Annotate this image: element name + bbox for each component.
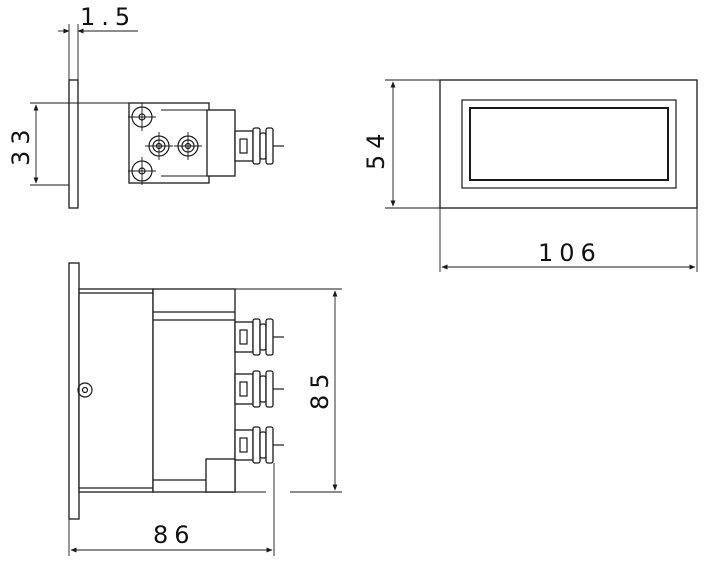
dim-label-86: 86: [153, 521, 196, 549]
dim-label-33: 33: [7, 123, 35, 166]
dim-label-1-5: 1.5: [80, 3, 136, 31]
bottom-case: [78, 288, 154, 493]
dim-label-54: 54: [362, 127, 390, 170]
front-inner-frame: [461, 99, 677, 189]
side-view: 1.5 33: [7, 3, 284, 209]
bottom-screw: [77, 382, 93, 398]
bottom-terminal-3: [234, 426, 284, 464]
side-screw-bottom: [128, 157, 156, 185]
side-screw-top: [128, 103, 156, 131]
front-window: [469, 107, 669, 181]
front-bezel: [439, 79, 698, 209]
front-view: 54 106: [362, 79, 698, 272]
dim-label-106: 106: [538, 239, 602, 267]
dim-bottom-height: 85: [153, 288, 342, 493]
dim-flange-thickness: 1.5: [58, 3, 138, 80]
side-connector-right: [174, 132, 202, 160]
side-connector-left: [145, 132, 173, 160]
bottom-view: 85 86: [68, 262, 342, 556]
dim-front-height: 54: [362, 79, 440, 209]
side-flange: [68, 79, 79, 209]
side-housing-rear: [206, 109, 236, 177]
dim-label-85: 85: [306, 367, 334, 410]
dim-bottom-depth: 86: [68, 463, 275, 556]
side-terminal: [234, 127, 284, 165]
bottom-terminal-1: [234, 318, 284, 356]
dim-front-width: 106: [439, 208, 698, 272]
dim-side-height: 33: [7, 102, 129, 186]
bottom-terminal-2: [234, 370, 284, 408]
